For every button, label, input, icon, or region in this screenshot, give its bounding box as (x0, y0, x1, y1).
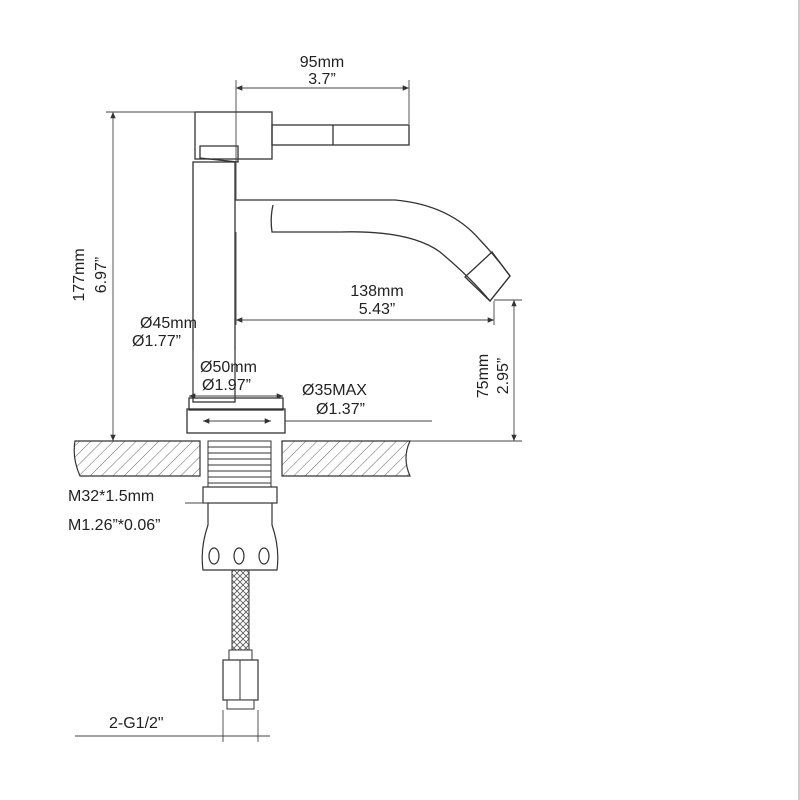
spout-height-mm-label: 75mm (475, 354, 492, 398)
hole-diameter-in-label: Ø1.37” (316, 401, 365, 418)
hole-diameter-mm-label: Ø35MAX (302, 382, 367, 399)
threaded-shank (207, 440, 272, 488)
handle-width-in-label: 3.7” (308, 71, 336, 88)
handle-width-mm-label: 95mm (300, 54, 344, 71)
spout-height-in-label: 2.95” (495, 358, 512, 394)
height-in-label: 6.97” (93, 257, 110, 293)
height-mm-label: 177mm (71, 248, 88, 301)
spout-reach-mm-label: 138mm (350, 283, 403, 300)
spout-reach-in-label: 5.43” (359, 301, 395, 318)
countertop (73, 440, 411, 477)
hose-connector-label: 2-G1/2" (109, 715, 164, 732)
dimension-lines (75, 80, 522, 742)
base-diameter-mm-label: Ø50mm (200, 359, 257, 376)
lock-nut (201, 486, 279, 571)
faucet-body (186, 111, 511, 434)
body-diameter-mm-label: Ø45mm (140, 315, 197, 332)
braided-hose (222, 569, 259, 710)
base-diameter-in-label: Ø1.97” (202, 377, 251, 394)
thread-mm-label: M32*1.5mm (68, 488, 154, 505)
body-diameter-in-label: Ø1.77” (132, 333, 181, 350)
thread-in-label: M1.26”*0.06” (68, 517, 161, 534)
